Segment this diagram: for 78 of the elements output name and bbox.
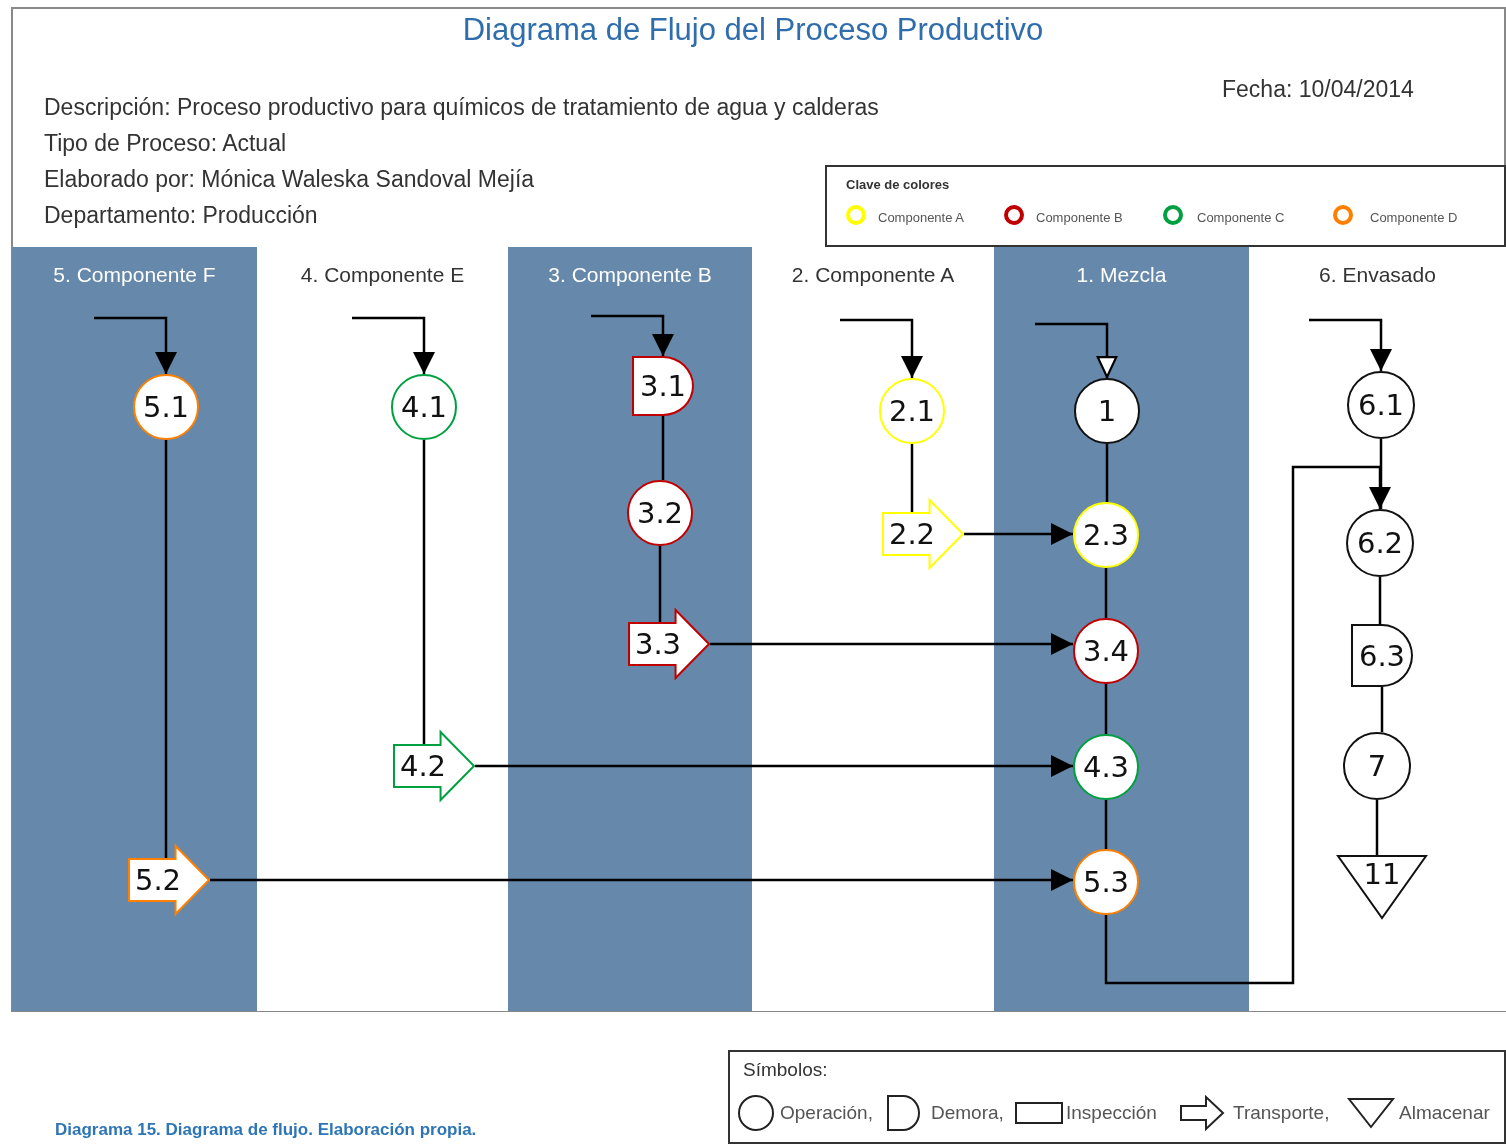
step-number: 11	[1363, 857, 1401, 891]
step-number: 4.3	[1082, 750, 1130, 784]
header-info: Elaborado por: Mónica Waleska Sandoval Mejía	[44, 166, 535, 193]
arrow	[710, 633, 1073, 655]
step-number: 6.3	[1358, 638, 1406, 673]
diagram-title: Diagrama de Flujo del Proceso Productivo	[461, 12, 1045, 48]
legend-text: Inspección	[1066, 1102, 1157, 1124]
storage-triangle	[1337, 855, 1427, 919]
transport-arrow-symbol	[393, 731, 475, 801]
date-text: Fecha: 10/04/2014	[1222, 76, 1414, 103]
arrow	[1309, 318, 1392, 371]
lane-heading: 1. Mezcla	[1075, 263, 1168, 287]
connector-line	[164, 440, 168, 859]
lane-heading: 2. Componente A	[790, 263, 956, 287]
connector-line	[1378, 577, 1382, 624]
connector-line	[910, 444, 914, 513]
swimlane	[1249, 247, 1506, 1011]
swimlane	[508, 247, 752, 1011]
transport-arrow-symbol	[628, 609, 710, 679]
lane-heading: 3. Componente B	[547, 263, 713, 287]
step-number: 5.3	[1082, 865, 1130, 899]
step-number: 2.3	[1082, 518, 1130, 552]
arrow	[475, 755, 1073, 777]
legend-heading: Clave de colores	[846, 177, 950, 192]
lane-heading: 4. Componente E	[299, 263, 466, 287]
legend-text: Componente C	[1197, 210, 1285, 225]
legend-text: Almacenar	[1399, 1102, 1490, 1124]
step-number: 3.4	[1082, 634, 1130, 668]
arrow	[1104, 465, 1391, 985]
lane-heading: 5. Componente F	[52, 263, 217, 287]
legend-text: Operación,	[780, 1102, 873, 1124]
connector-line	[422, 440, 426, 745]
arrow	[352, 316, 435, 374]
legend-text: Demora,	[931, 1102, 1004, 1124]
header-info: Departamento: Producción	[44, 202, 318, 229]
swimlane	[994, 247, 1249, 1011]
connector-line	[1104, 568, 1108, 618]
delay-symbol	[632, 356, 694, 416]
arrow	[210, 869, 1073, 891]
connector-line	[1105, 444, 1109, 502]
transport-arrow-symbol	[128, 845, 210, 915]
step-number: 5.1	[142, 390, 190, 424]
lane-heading: 6. Envasado	[1318, 263, 1437, 287]
connector-line	[1104, 684, 1108, 734]
header-info: Tipo de Proceso: Actual	[44, 130, 287, 157]
swimlane	[12, 247, 257, 1011]
step-number: 6.2	[1356, 526, 1404, 560]
step-number: 1	[1097, 394, 1117, 428]
arrow	[1035, 322, 1118, 378]
connector-line	[658, 546, 662, 623]
legend-heading: Símbolos:	[743, 1059, 828, 1081]
step-number: 6.1	[1357, 388, 1405, 422]
step-number: 4.2	[399, 749, 447, 783]
legend-text: Transporte,	[1233, 1102, 1330, 1124]
connector-line	[661, 416, 665, 480]
step-number: 5.2	[134, 863, 182, 897]
step-number: 3.1	[639, 369, 687, 403]
delay-symbol	[1351, 624, 1413, 687]
step-number: 3.2	[636, 496, 684, 530]
legend-text: Componente A	[878, 210, 964, 225]
step-number: 7	[1367, 749, 1387, 783]
connector-line	[1375, 800, 1379, 855]
legend-text: Componente B	[1036, 210, 1123, 225]
step-number: 2.1	[888, 394, 936, 428]
step-number: 4.1	[400, 390, 448, 424]
connector-line	[1379, 439, 1383, 509]
arrow	[591, 314, 674, 356]
connector-line	[1380, 687, 1384, 732]
step-number: 3.3	[634, 627, 682, 661]
arrow	[964, 523, 1073, 545]
arrow	[840, 318, 923, 378]
header-info: Descripción: Proceso productivo para químicos de tratamiento de agua y calderas	[44, 94, 879, 121]
figure-caption: Diagrama 15. Diagrama de flujo. Elaboración propia.	[55, 1120, 477, 1140]
connector-line	[1104, 800, 1108, 849]
legend-text: Componente D	[1370, 210, 1458, 225]
transport-arrow-symbol	[882, 499, 964, 569]
step-number: 2.2	[888, 517, 936, 551]
arrow	[94, 316, 177, 374]
